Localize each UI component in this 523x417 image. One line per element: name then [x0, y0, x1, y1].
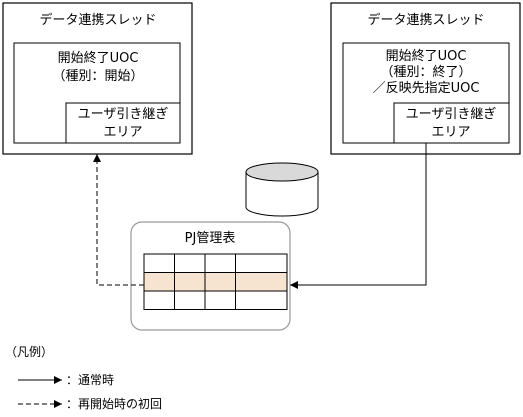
right-handover-label-2: エリア	[431, 125, 470, 140]
pj-table-cell	[143, 272, 175, 292]
pj-table-grid	[143, 253, 288, 310]
normal-flow-arrow	[290, 143, 427, 289]
pj-table-cell	[204, 253, 236, 273]
pj-table-cell	[174, 272, 206, 292]
pj-management-table: PJ管理表	[130, 221, 291, 331]
pj-table-cell	[204, 290, 236, 310]
pj-table-cell	[204, 272, 236, 292]
pj-table-cell	[235, 290, 288, 310]
left-handover-label-2: エリア	[103, 125, 142, 140]
left-uoc-type-label: （種別：開始）	[52, 68, 143, 84]
right-handover-label-1: ユーザ引き継ぎ	[406, 107, 497, 122]
pj-table-cell	[235, 272, 288, 292]
left-thread: データ連携スレッド 開始終了UOC （種別：開始） ユーザ引き継ぎ エリア	[2, 2, 193, 155]
left-user-handover-area	[65, 102, 181, 144]
pj-table-title: PJ管理表	[185, 231, 236, 246]
pj-table-cell	[143, 290, 175, 310]
pj-table-cell	[235, 253, 288, 273]
right-thread: データ連携スレッド 開始終了UOC （種別：終了） ／反映先指定UOC ユーザ引…	[330, 2, 521, 155]
legend-dashed-label: ：再開始時の初回	[66, 397, 162, 411]
legend-solid-label: ：通常時	[66, 373, 114, 387]
legend-title: （凡例）	[5, 345, 53, 359]
legend: （凡例） ：通常時 ：再開始時の初回	[5, 345, 162, 411]
right-reflect-dest-uoc-label: ／反映先指定UOC	[373, 81, 480, 96]
database-cylinder-icon	[245, 162, 319, 217]
pj-table-cell	[174, 290, 206, 310]
left-uoc-label: 開始終了UOC	[58, 50, 139, 66]
right-uoc-label: 開始終了UOC	[386, 48, 467, 64]
left-handover-label-1: ユーザ引き継ぎ	[78, 107, 169, 122]
pj-table-cell	[143, 253, 175, 273]
right-uoc-type-label: （種別：終了）	[380, 64, 471, 80]
pj-table-cell	[174, 253, 206, 273]
right-thread-title: データ連携スレッド	[367, 12, 484, 28]
left-thread-title: データ連携スレッド	[39, 12, 156, 28]
right-user-handover-area	[393, 102, 510, 144]
